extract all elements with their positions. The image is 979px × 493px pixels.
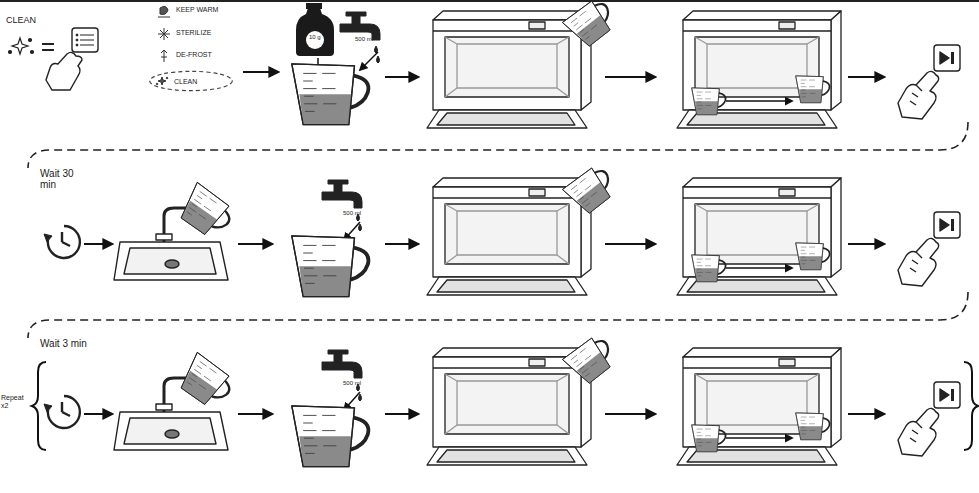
line-shape (84, 243, 112, 245)
circle-shape (156, 83, 158, 85)
circle-shape (76, 34, 78, 36)
g-shape (158, 28, 170, 40)
line-shape (160, 30, 168, 38)
line-shape (80, 35, 94, 36)
repeat-brace (32, 362, 46, 450)
flow-arrow (243, 71, 278, 73)
line-shape (80, 45, 94, 46)
menu-item: KEEP WARM (176, 6, 246, 14)
path-shape (12, 38, 28, 54)
dashed-connector (28, 292, 968, 338)
quantity-label: 10 g (309, 34, 333, 41)
line-shape (238, 413, 272, 415)
use-shape (44, 396, 80, 428)
line-shape (84, 413, 112, 415)
use-shape (175, 182, 237, 241)
rect-shape (306, 3, 322, 9)
path-shape (160, 6, 168, 14)
use-shape (322, 180, 362, 231)
g-shape (156, 77, 168, 85)
quantity-label: 500 ml (355, 36, 391, 43)
menu-item: DE-FROST (176, 51, 246, 59)
repeat-label: Repeat x2 (1, 394, 31, 409)
wait-label: Wait 30 min (40, 168, 88, 190)
menu-item: STERILIZE (176, 29, 246, 37)
circle-shape (166, 77, 168, 79)
circle-shape (31, 51, 34, 54)
path-shape (296, 8, 334, 56)
detergent-bottle (296, 3, 334, 56)
repeat-brace (964, 362, 978, 450)
pour-arrow (360, 52, 378, 70)
repeat-row (44, 332, 960, 467)
clean-intro (9, 28, 99, 90)
use-shape (385, 332, 960, 465)
quantity-label: 500 ml (343, 380, 379, 387)
line-shape (42, 49, 54, 51)
circle-shape (29, 39, 32, 42)
path-shape (46, 52, 82, 90)
circle-shape (76, 44, 78, 46)
use-shape (322, 350, 362, 401)
circle-shape (9, 51, 12, 54)
use-shape (44, 226, 80, 258)
title-text: CLEAN (6, 16, 56, 26)
menu-item: CLEAN (148, 78, 197, 85)
circle-shape (76, 39, 78, 41)
path-shape (161, 50, 167, 62)
use-shape (292, 406, 369, 467)
line-shape (158, 17, 170, 18)
line-shape (160, 30, 168, 38)
wait-label: Wait 3 min (40, 338, 88, 349)
line-shape (238, 243, 272, 245)
measuring-jug (292, 64, 369, 125)
use-shape (175, 352, 237, 411)
line-shape (42, 43, 54, 45)
top-rule (0, 0, 979, 2)
oven-steps (385, 0, 960, 128)
rinse-row (44, 162, 960, 297)
path-shape (158, 77, 166, 85)
g-shape (9, 38, 34, 54)
use-shape (292, 236, 369, 297)
line-shape (80, 40, 94, 41)
use-shape (385, 162, 960, 295)
selected-option: CLEAN (148, 70, 234, 92)
quantity-label: 500 ml (343, 210, 379, 217)
dashed-connector (28, 122, 968, 168)
rect-shape (72, 28, 98, 52)
